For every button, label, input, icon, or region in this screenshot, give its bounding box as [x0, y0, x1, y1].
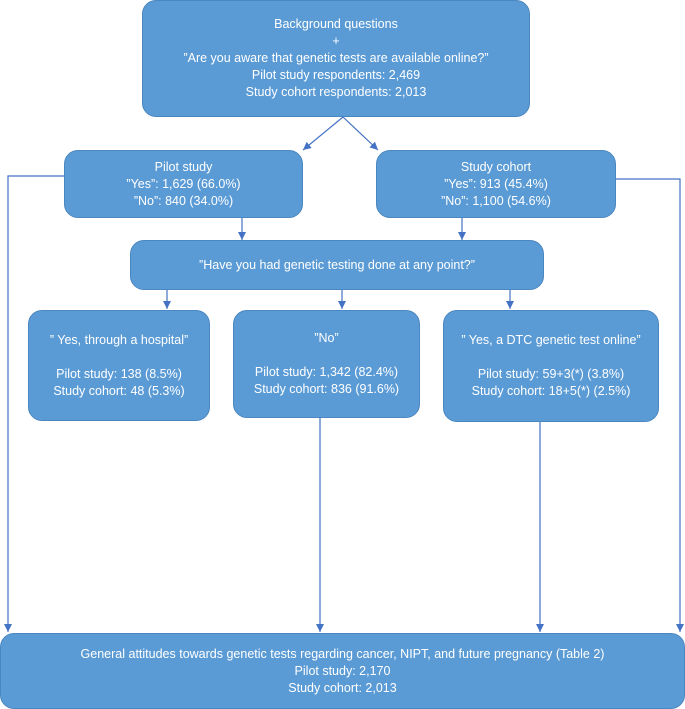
plus-sign: +: [332, 34, 340, 48]
arrow-pilot-bypass: [4, 175, 64, 632]
pilot-study-title: Pilot study: [154, 159, 213, 174]
study-cohort-box: Study cohort ”Yes”: 913 (45.4%) ”No”: 1,…: [376, 150, 616, 218]
yes-dtc-box: ” Yes, a DTC genetic test online” Pilot …: [443, 310, 659, 422]
genetic-testing-question: ”Have you had genetic testing done at an…: [199, 257, 475, 272]
arrow-cohort-bypass: [616, 178, 684, 632]
hospital-pilot-count: Pilot study: 138 (8.5%): [56, 366, 182, 381]
attitudes-cohort-count: Study cohort: 2,013: [288, 680, 397, 695]
general-attitudes-title: General attitudes towards genetic tests …: [80, 646, 605, 661]
dtc-cohort-count: Study cohort: 18+5(*) (2.5%): [471, 384, 631, 398]
yes-hospital-box: ” Yes, through a hospital” Pilot study: …: [28, 310, 210, 421]
background-questions-box: Background questions + ”Are you aware th…: [142, 0, 530, 117]
dtc-pilot-count: Pilot study: 59+3(*) (3.8%): [477, 367, 625, 381]
attitudes-pilot-count: Pilot study: 2,170: [294, 663, 391, 678]
pilot-study-box: Pilot study ”Yes”: 1,629 (66.0%) ”No”: 8…: [64, 150, 303, 218]
pilot-no-count: ”No”: 840 (34.0%): [133, 193, 234, 208]
cohort-no-count: ”No”: 1,100 (54.6%): [441, 193, 551, 208]
yes-hospital-title: ” Yes, through a hospital”: [49, 332, 189, 347]
no-cohort-count: Study cohort: 836 (91.6%): [253, 382, 400, 396]
cohort-respondents: Study cohort respondents: 2,013: [245, 85, 427, 99]
background-title: Background questions: [274, 17, 398, 31]
study-cohort-title: Study cohort: [460, 159, 532, 174]
genetic-testing-question-box: ”Have you had genetic testing done at an…: [130, 240, 544, 290]
pilot-respondents: Pilot study respondents: 2,469: [251, 68, 421, 82]
no-testing-title: ”No”: [314, 331, 339, 345]
online-awareness-question: ”Are you aware that genetic tests are av…: [183, 51, 489, 65]
general-attitudes-box: General attitudes towards genetic tests …: [0, 633, 685, 709]
cohort-yes-count: ”Yes”: 913 (45.4%): [444, 176, 548, 191]
no-pilot-count: Pilot study: 1,342 (82.4%): [254, 365, 399, 379]
no-testing-box: ”No” Pilot study: 1,342 (82.4%) Study co…: [233, 310, 420, 418]
hospital-cohort-count: Study cohort: 48 (5.3%): [53, 383, 185, 398]
yes-dtc-title: ” Yes, a DTC genetic test online”: [461, 333, 641, 347]
pilot-yes-count: ”Yes”: 1,629 (66.0%): [126, 176, 241, 191]
arrow-top-to-pilot: [302, 116, 344, 151]
arrow-top-to-cohort: [342, 116, 379, 151]
